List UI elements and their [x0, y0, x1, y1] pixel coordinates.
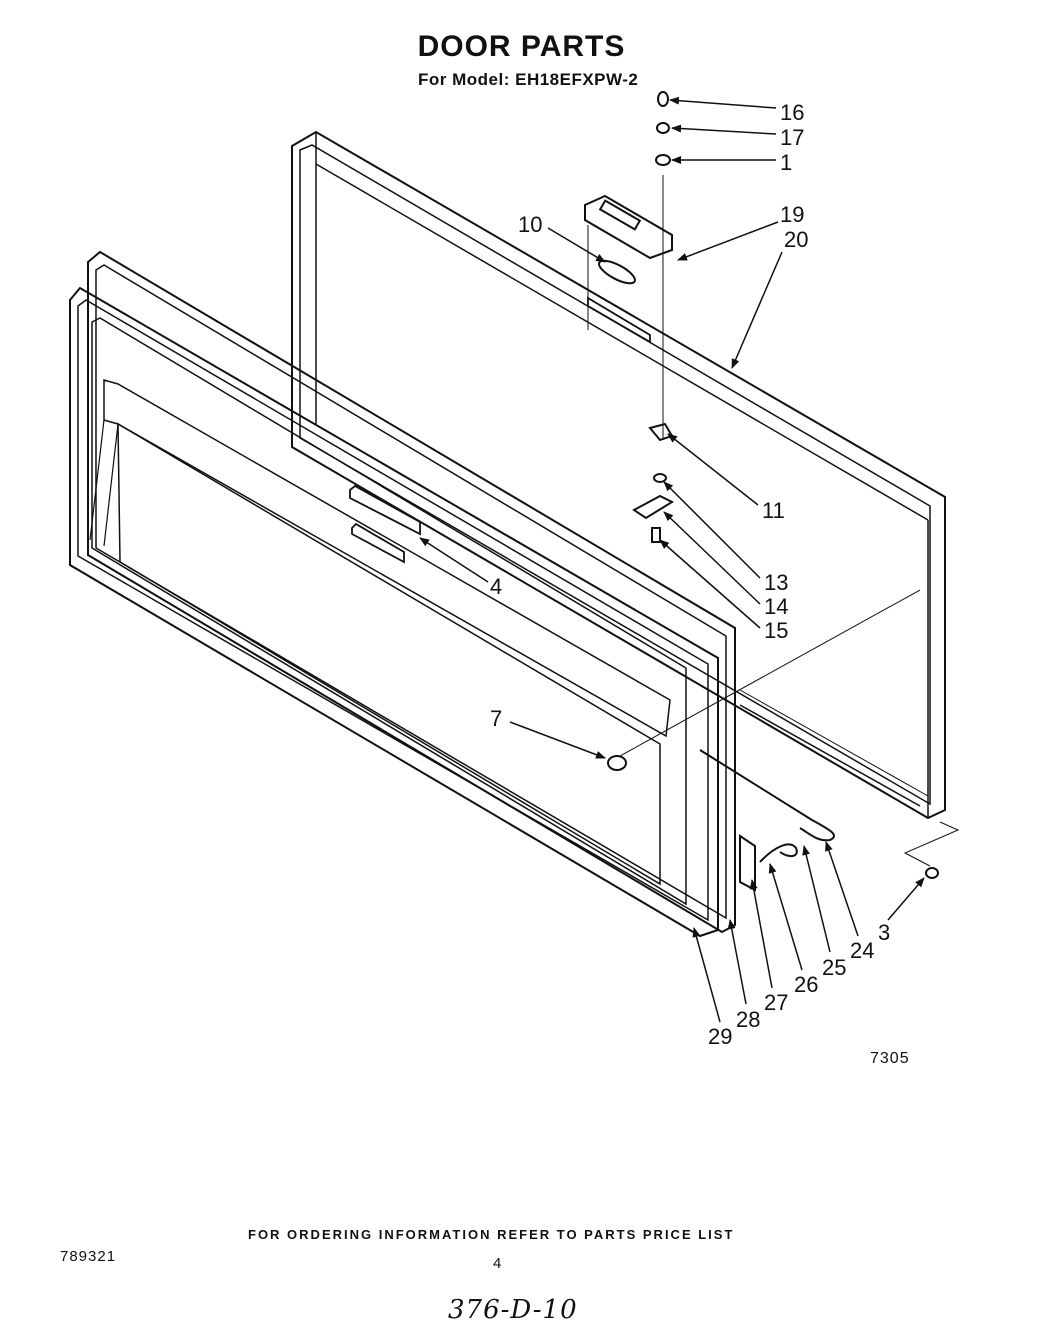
callout-11: 11 — [762, 498, 785, 523]
document-number: 789321 — [60, 1248, 117, 1265]
callout-3: 3 — [878, 920, 890, 945]
handle-part — [584, 194, 673, 260]
callout-28: 28 — [736, 1007, 760, 1032]
callout-24: 24 — [850, 938, 874, 963]
callout-10: 10 — [518, 212, 542, 237]
callout-1: 1 — [780, 150, 792, 175]
callout-4: 4 — [490, 574, 502, 599]
callout-19: 19 — [780, 202, 804, 227]
hinge-pin-stack — [655, 91, 671, 440]
callout-26: 26 — [794, 972, 818, 997]
lower-hinge-rod — [699, 749, 835, 892]
diagram-code: 7305 — [870, 1050, 910, 1067]
ordering-note: FOR ORDERING INFORMATION REFER TO PARTS … — [248, 1227, 735, 1242]
back-panel — [291, 130, 946, 820]
callout-15: 15 — [764, 618, 788, 643]
cap-part — [925, 867, 939, 879]
callout-16: 16 — [780, 100, 804, 125]
callout-25: 25 — [822, 955, 846, 980]
callout-20: 20 — [784, 227, 808, 252]
hinge-hardware — [632, 422, 675, 543]
callout-27: 27 — [764, 990, 788, 1015]
handwritten-note: 376-D-10 — [448, 1295, 578, 1325]
callout-7: 7 — [490, 706, 502, 731]
door-frame — [87, 250, 736, 934]
leader-lines — [419, 96, 925, 1023]
page-title: DOOR PARTS — [0, 30, 1059, 64]
door-liner — [69, 286, 719, 938]
knob-part — [607, 755, 627, 771]
callout-14: 14 — [764, 594, 788, 619]
door-openings — [349, 225, 651, 564]
callout-17: 17 — [780, 125, 804, 150]
callout-13: 13 — [764, 570, 788, 595]
page-number: 4 — [493, 1255, 502, 1272]
callout-29: 29 — [708, 1024, 732, 1049]
page-title-text: DOOR PARTS — [417, 30, 626, 63]
callout-labels: 16 17 1 10 19 20 11 13 14 15 4 7 3 24 25… — [490, 100, 890, 1049]
model-subtitle: For Model: EH18EFXPW-2 — [418, 70, 639, 89]
reference-lines — [619, 589, 960, 867]
seal-oval — [598, 259, 636, 285]
